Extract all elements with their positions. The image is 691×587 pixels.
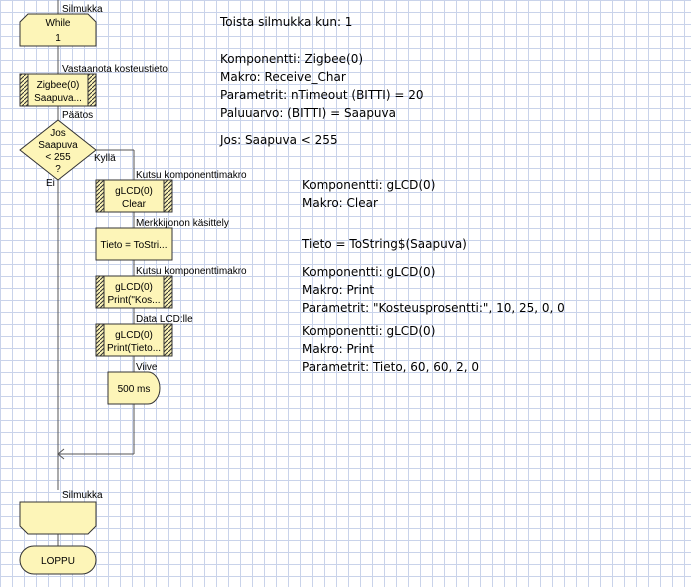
decision-block[interactable]: Jos Saapuva < 255 ?: [19, 119, 97, 181]
loop-start-caption: Silmukka: [62, 4, 103, 15]
print2-block[interactable]: gLCD(0) Print(Tieto...: [95, 323, 173, 357]
note-receive-line: Komponentti: Zigbee(0): [220, 52, 364, 66]
print1-caption: Kutsu komponenttimakro: [136, 266, 247, 277]
note-receive-line: Makro: Receive_Char: [220, 70, 346, 84]
decision-caption: Päätos: [62, 110, 93, 121]
print1-line1: gLCD(0): [115, 282, 153, 293]
note-clear-line: Makro: Clear: [302, 196, 378, 210]
clear-line2: Clear: [122, 199, 147, 210]
note-clear: Komponentti: gLCD(0) Makro: Clear: [302, 176, 435, 212]
decision-line4: ?: [55, 164, 61, 175]
note-loop: Toista silmukka kun: 1: [220, 13, 352, 31]
calc-caption: Merkkijonon käsittely: [136, 218, 229, 229]
note-decision: Jos: Saapuva < 255: [220, 131, 338, 149]
receive-caption: Vastaanota kosteustieto: [62, 64, 168, 75]
hatch-right-icon: [163, 179, 173, 213]
delay-line1: 500 ms: [118, 384, 151, 395]
loop-start-line1: While: [45, 18, 70, 29]
calc-line1: Tieto = ToStri...: [101, 240, 168, 251]
note-clear-line: Komponentti: gLCD(0): [302, 178, 436, 192]
note-receive-line: Parametrit: nTimeout (BITTI) = 20: [220, 88, 424, 102]
hatch-left-icon: [95, 179, 105, 213]
note-print2-line: Makro: Print: [302, 342, 375, 356]
note-decision-line: Jos: Saapuva < 255: [220, 133, 338, 147]
loop-end-block[interactable]: [19, 501, 97, 535]
hatch-right-icon: [87, 73, 97, 107]
print1-line2: Print("Kos...: [107, 295, 160, 306]
decision-yes-label: Kyllä: [94, 153, 116, 164]
end-line1: LOPPU: [41, 556, 75, 567]
hatch-right-icon: [163, 323, 173, 357]
note-calc: Tieto = ToString$(Saapuva): [302, 235, 467, 253]
note-receive: Komponentti: Zigbee(0) Makro: Receive_Cha…: [220, 50, 423, 122]
print2-line1: gLCD(0): [115, 330, 153, 341]
loop-end-caption: Silmukka: [62, 490, 103, 501]
note-print1-line: Parametrit: "Kosteusprosentti:", 10, 25,…: [302, 301, 565, 315]
print2-caption: Data LCD:lle: [136, 314, 193, 325]
note-calc-line: Tieto = ToString$(Saapuva): [302, 237, 467, 251]
receive-block[interactable]: Zigbee(0) Saapuva...: [19, 73, 97, 107]
end-block[interactable]: LOPPU: [19, 545, 97, 575]
note-print2-line: Komponentti: gLCD(0): [302, 324, 436, 338]
merge-arrow-icon: [57, 448, 65, 460]
delay-block[interactable]: 500 ms: [107, 371, 161, 405]
note-print2-line: Parametrit: Tieto, 60, 60, 2, 0: [302, 360, 479, 374]
hatch-left-icon: [19, 73, 29, 107]
print2-line2: Print(Tieto...: [107, 343, 161, 354]
delay-caption: Viive: [136, 362, 158, 373]
connector-lines: [57, 0, 135, 546]
decision-no-label: Ei: [46, 178, 55, 189]
decision-line1: Jos: [50, 128, 66, 139]
clear-line1: gLCD(0): [115, 186, 153, 197]
print1-block[interactable]: gLCD(0) Print("Kos...: [95, 275, 173, 309]
note-print1-line: Makro: Print: [302, 283, 375, 297]
decision-line2: Saapuva: [38, 140, 78, 151]
hatch-right-icon: [163, 275, 173, 309]
note-receive-line: Paluuarvo: (BITTI) = Saapuva: [220, 106, 396, 120]
note-print1-line: Komponentti: gLCD(0): [302, 265, 436, 279]
clear-block[interactable]: gLCD(0) Clear: [95, 179, 173, 213]
calc-block[interactable]: Tieto = ToStri...: [95, 227, 173, 261]
loop-start-line2: 1: [55, 33, 61, 44]
hatch-left-icon: [95, 323, 105, 357]
hatch-left-icon: [95, 275, 105, 309]
note-loop-line: Toista silmukka kun: 1: [220, 15, 353, 29]
receive-line2: Saapuva...: [34, 93, 82, 104]
clear-caption: Kutsu komponenttimakro: [136, 170, 247, 181]
decision-line3: < 255: [45, 152, 71, 163]
loop-start-block[interactable]: While 1: [19, 13, 97, 47]
receive-line1: Zigbee(0): [37, 80, 80, 91]
